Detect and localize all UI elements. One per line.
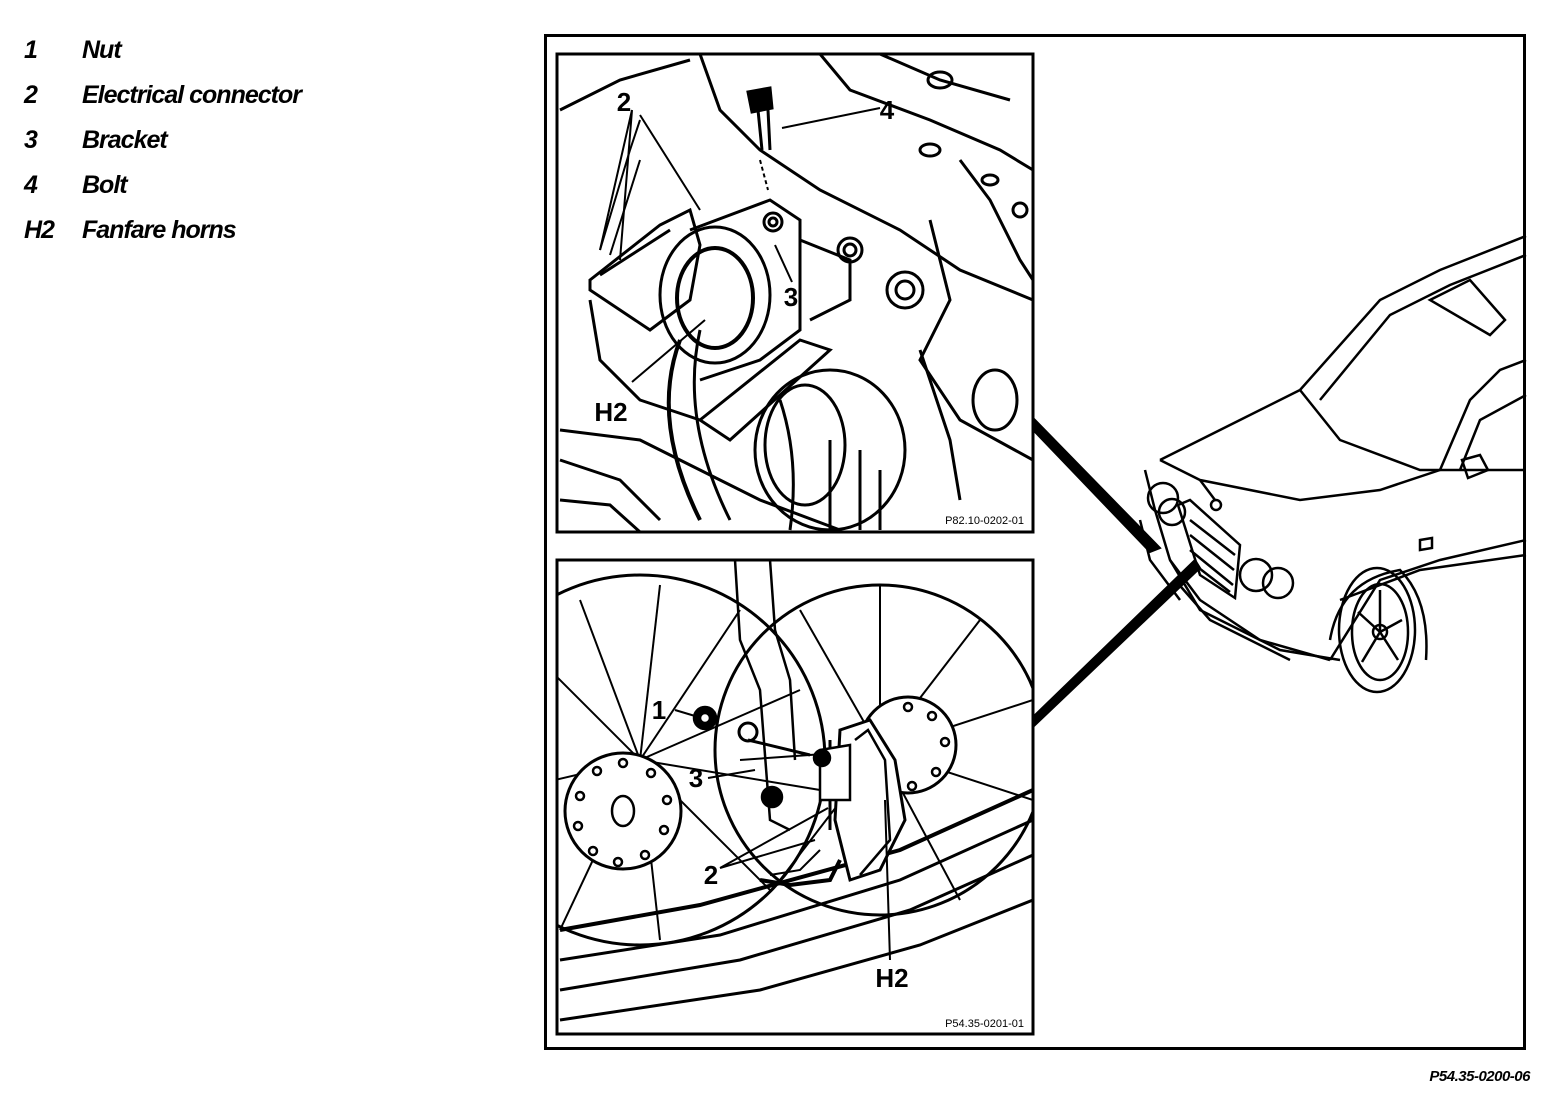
bottom-detail-view: 1 3 2 H2 P54.35-0201-01 <box>555 558 1035 1036</box>
legend-text: Bolt <box>82 171 128 199</box>
top-view-frame <box>555 52 1035 534</box>
bottom-view-frame <box>555 558 1035 1036</box>
top-detail-view: 2 4 3 H2 P82.10-0202-01 <box>555 52 1035 534</box>
legend-text: Fanfare horns <box>82 216 237 244</box>
legend-item: 2 Electrical connector <box>24 73 302 118</box>
legend-item: 1 Nut <box>24 28 301 73</box>
legend-item: 4 Bolt <box>24 163 301 208</box>
view-code: P82.10-0202-01 <box>945 515 1024 527</box>
callout-3: 3 <box>784 282 798 312</box>
legend-key: 1 <box>24 36 38 64</box>
view-code: P54.35-0201-01 <box>945 1018 1024 1030</box>
callout-1: 1 <box>652 695 666 725</box>
legend-item: H2 Fanfare horns <box>24 208 301 253</box>
legend-text: Bracket <box>82 126 168 154</box>
figure-code: P54.35-0200-06 <box>1429 1068 1530 1085</box>
legend: 1 Nut 2 Electrical connector 3 Bracket 4… <box>24 28 302 253</box>
legend-key: 3 <box>24 126 38 154</box>
legend-item: 3 Bracket <box>24 118 301 163</box>
callout-h2: H2 <box>875 963 908 993</box>
legend-text: Electrical connector <box>82 81 302 109</box>
bottom-view-drawing <box>557 560 1033 1022</box>
callout-2: 2 <box>704 860 718 890</box>
top-view-drawing <box>559 54 1033 532</box>
legend-key: 4 <box>24 171 38 199</box>
legend-text: Nut <box>82 36 122 64</box>
legend-key: H2 <box>24 216 55 244</box>
callout-h2: H2 <box>594 397 627 427</box>
illustration-frame <box>544 34 1526 1050</box>
car-overview-drawing <box>1138 234 1527 694</box>
callout-3: 3 <box>689 763 703 793</box>
callout-4: 4 <box>880 95 895 125</box>
legend-key: 2 <box>24 81 38 109</box>
callout-2: 2 <box>617 87 631 117</box>
view-connector-lines <box>1034 417 1202 728</box>
